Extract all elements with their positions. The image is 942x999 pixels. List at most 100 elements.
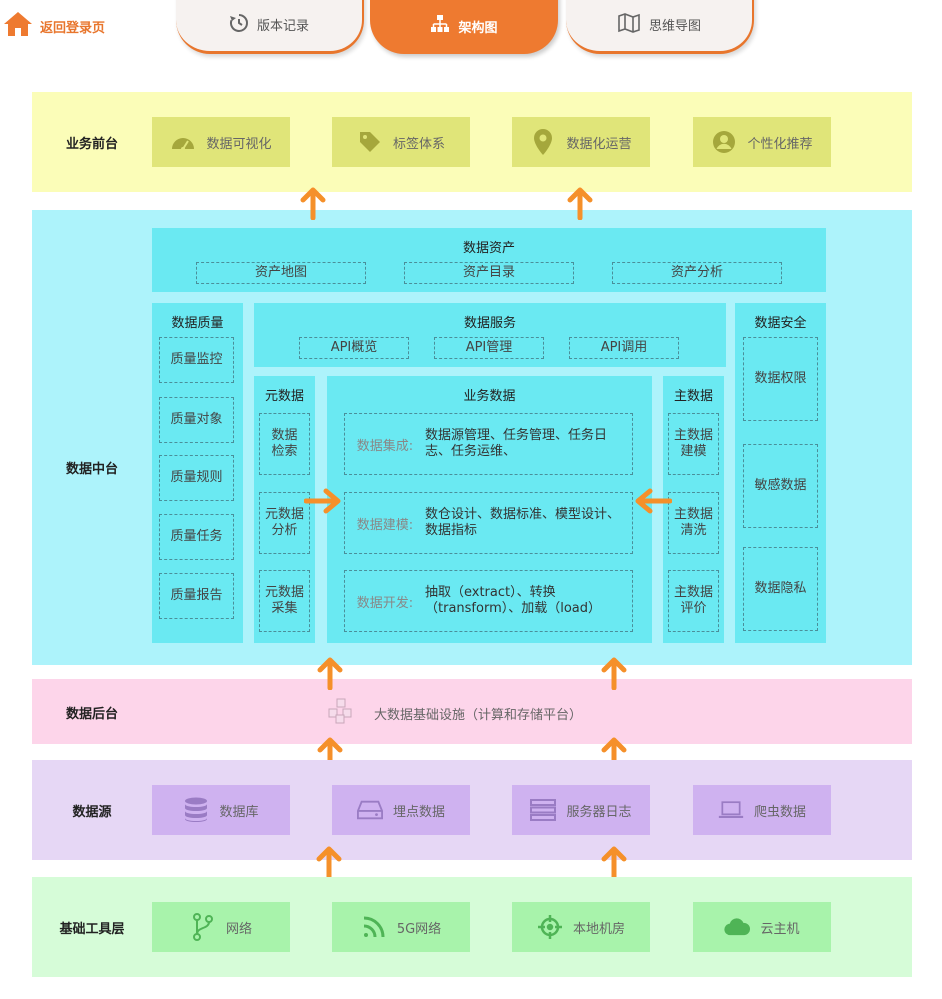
asset-catalog-box[interactable]: 资产目录 [404,262,574,284]
layer-label: 数据源 [72,805,112,820]
crosshair-icon [537,914,563,940]
panel-title: 数据服务 [463,316,516,331]
chip-personalized-recommendation[interactable]: 个性化推荐 [693,117,831,167]
chip-label: 数据库 [219,804,259,820]
chip-label: 爬虫数据 [753,804,806,820]
row-value: 数仓设计、数据标准、模型设计、数据指标 [425,507,621,538]
history-icon [229,13,249,37]
chip-data-visualization[interactable]: 数据可视化 [152,117,290,167]
back-to-login-link[interactable]: 返回登录页 [2,10,105,42]
cloud-icon [724,914,751,940]
row-key: 数据建模: [356,517,414,533]
metadata-panel: 元数据 数据 检索 元数据 分析 元数据 采集 [254,376,315,643]
quality-report-box[interactable]: 质量报告 [159,573,234,619]
back-label: 返回登录页 [40,20,106,36]
layer-label: 业务前台 [65,137,118,152]
panel-title: 数据资产 [462,241,515,256]
data-development-row[interactable]: 数据开发: 抽取（extract）、转换（transform）、加载（load） [344,570,633,632]
data-quality-panel: 数据质量 质量监控 质量对象 质量规则 质量任务 质量报告 [152,303,243,643]
layer-label: 数据后台 [65,707,118,722]
arrow-up-icon [300,187,326,220]
home-icon [2,10,34,42]
tag-icon [357,129,383,155]
api-overview-box[interactable]: API概览 [299,337,409,359]
row-value: 抽取（extract）、转换（transform）、加载（load） [425,585,602,616]
server-icon [530,797,557,823]
backend-layer: 数据后台 大数据基础设施（计算和存储平台） [32,679,912,744]
chip-label: 埋点数据 [392,804,445,820]
tab-version-history[interactable]: 版本记录 [176,0,364,54]
metadata-search-box[interactable]: 数据 检索 [259,413,310,475]
data-source-layer: 数据源 数据库 埋点数据 服务器日志 爬虫数据 [32,760,912,860]
laptop-icon [718,797,744,823]
dashboard-icon [170,129,196,155]
data-modeling-row[interactable]: 数据建模: 数仓设计、数据标准、模型设计、数据指标 [344,492,633,554]
quality-rule-box[interactable]: 质量规则 [159,455,234,501]
api-management-box[interactable]: API管理 [434,337,544,359]
database-icon [183,797,209,823]
location-pin-icon [530,129,556,155]
metadata-analysis-box[interactable]: 元数据 分析 [259,492,310,554]
map-icon [617,12,641,37]
chip-label: 数据化运营 [566,136,632,152]
asset-analysis-box[interactable]: 资产分析 [612,262,782,284]
frontend-layer: 业务前台 数据可视化 标签体系 数据化运营 个性化推荐 [32,92,912,192]
panel-title: 主数据 [673,389,713,404]
asset-map-box[interactable]: 资产地图 [196,262,366,284]
master-evaluation-box[interactable]: 主数据 评价 [668,570,719,632]
quality-monitor-box[interactable]: 质量监控 [159,337,234,383]
metadata-collection-box[interactable]: 元数据 采集 [259,570,310,632]
chip-label: 5G网络 [396,921,442,937]
data-security-panel: 数据安全 数据权限 敏感数据 数据隐私 [735,303,826,643]
middle-layer: 数据中台 数据资产 资产地图 资产目录 资产分析 数据质量 质量监控 质量对象 … [32,210,912,665]
data-permission-box[interactable]: 数据权限 [743,337,818,421]
user-circle-icon [711,129,737,155]
row-key: 数据集成: [356,438,414,454]
chip-database[interactable]: 数据库 [152,785,290,835]
row-key: 数据开发: [356,595,414,611]
master-cleansing-box[interactable]: 主数据 清洗 [668,492,719,554]
big-data-infra[interactable]: 大数据基础设施（计算和存储平台） [326,697,582,729]
arrow-up-icon [601,657,627,690]
chip-tracking-data[interactable]: 埋点数据 [332,785,470,835]
tab-label: 版本记录 [256,19,309,34]
arrow-left-icon [635,488,672,514]
chip-label: 数据可视化 [206,136,272,152]
chip-label: 本地机房 [572,921,625,937]
hard-drive-icon [356,797,383,823]
backend-text: 大数据基础设施（计算和存储平台） [374,707,583,723]
chip-local-datacenter[interactable]: 本地机房 [512,902,650,952]
tab-mind-map[interactable]: 思维导图 [566,0,754,54]
chip-label: 标签体系 [392,136,445,152]
chip-5g-network[interactable]: 5G网络 [332,902,470,952]
panel-title: 数据质量 [171,316,224,331]
chip-server-logs[interactable]: 服务器日志 [512,785,650,835]
chip-network[interactable]: 网络 [152,902,290,952]
chip-cloud-host[interactable]: 云主机 [693,902,831,952]
data-assets-panel: 数据资产 资产地图 资产目录 资产分析 [152,228,826,292]
layer-label: 数据中台 [65,462,118,477]
business-data-panel: 业务数据 数据集成: 数据源管理、任务管理、任务日志、任务运维、 数据建模: 数… [327,376,652,643]
api-call-box[interactable]: API调用 [569,337,679,359]
tab-label: 思维导图 [648,19,701,34]
data-integration-row[interactable]: 数据集成: 数据源管理、任务管理、任务日志、任务运维、 [344,413,633,475]
rss-icon [361,914,387,940]
panel-title: 数据安全 [754,316,807,331]
master-modeling-box[interactable]: 主数据 建模 [668,413,719,475]
tab-architecture[interactable]: 架构图 [370,0,558,54]
quality-task-box[interactable]: 质量任务 [159,514,234,560]
chip-data-operations[interactable]: 数据化运营 [512,117,650,167]
infrastructure-layer: 基础工具层 网络 5G网络 本地机房 云主机 [32,877,912,977]
chip-tag-system[interactable]: 标签体系 [332,117,470,167]
sensitive-data-box[interactable]: 敏感数据 [743,444,818,528]
master-data-panel: 主数据 主数据 建模 主数据 清洗 主数据 评价 [663,376,724,643]
cubes-icon [326,697,360,729]
data-privacy-box[interactable]: 数据隐私 [743,547,818,631]
layer-label: 基础工具层 [59,922,125,937]
chip-label: 云主机 [760,921,800,937]
arrow-up-icon [567,187,593,220]
quality-object-box[interactable]: 质量对象 [159,397,234,443]
arrow-right-icon [304,488,341,514]
panel-title: 业务数据 [463,389,516,404]
chip-crawler-data[interactable]: 爬虫数据 [693,785,831,835]
